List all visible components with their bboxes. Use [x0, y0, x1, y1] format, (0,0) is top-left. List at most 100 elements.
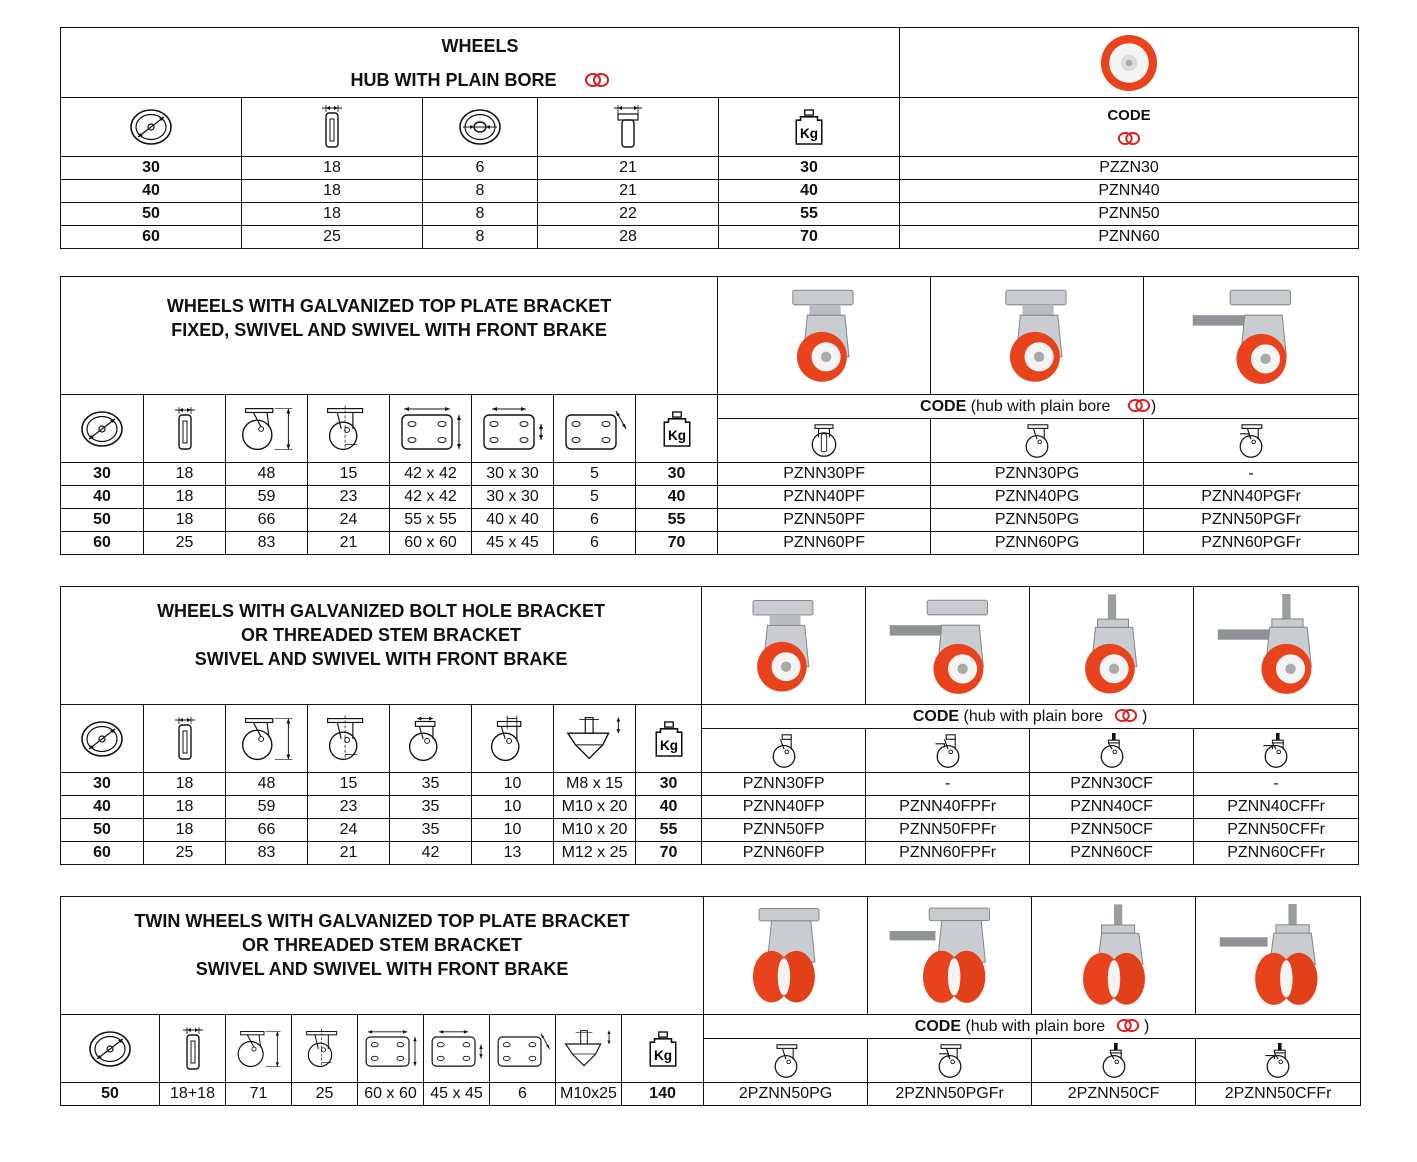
- code-label: CODE: [912, 708, 960, 725]
- cell: 23: [307, 485, 390, 509]
- header-width: [143, 394, 226, 463]
- cell: 18: [143, 795, 226, 819]
- code-cell: PZNN30CF: [1029, 772, 1195, 796]
- cell: 50: [60, 818, 144, 842]
- cell: 25: [143, 531, 226, 555]
- product-photo-cell: [1195, 896, 1362, 1015]
- cell: 40: [634, 795, 703, 819]
- code-cell: -: [865, 772, 1031, 796]
- cell: 35: [389, 772, 472, 796]
- cell: 18: [241, 202, 423, 226]
- product-photo-cell: [703, 896, 869, 1015]
- cell: 70: [634, 841, 703, 865]
- header-diameter: [60, 704, 144, 773]
- wheel-diameter-icon: [79, 409, 125, 449]
- cell: 21: [307, 841, 390, 865]
- cell: 30: [634, 462, 719, 486]
- code-cell: PZNN40FP: [701, 795, 867, 819]
- header-diameter: [60, 1014, 160, 1083]
- header-load: [634, 704, 703, 773]
- header-width: [159, 1014, 226, 1083]
- cell: 5: [553, 462, 636, 486]
- code-note: (hub with plain bore: [961, 1018, 1106, 1035]
- cell: 24: [307, 818, 390, 842]
- header-bolt-swivel-brake: [865, 728, 1031, 773]
- code-cell: PZNN40PG: [930, 485, 1145, 509]
- swivel-caster-icon: [1019, 423, 1055, 459]
- cell: 21: [307, 531, 390, 555]
- cell: 70: [717, 225, 901, 249]
- section-title: WHEELS WITH GALVANIZED BOLT HOLE BRACKET…: [59, 586, 703, 705]
- code-cell: 2PZNN50PG: [703, 1082, 869, 1106]
- header-bracket-width: [389, 704, 472, 773]
- code-cell: PZNN60PG: [930, 531, 1145, 555]
- weight-kg-icon: [792, 107, 826, 147]
- code-cell: PZNN60CFFr: [1193, 841, 1360, 865]
- title-line: OR THREADED STEM BRACKET: [242, 934, 523, 955]
- section-title: WHEELS HUB WITH PLAIN BORE: [59, 27, 901, 98]
- header-stem-swivel: [1029, 728, 1195, 773]
- stem-swivel-icon: [1096, 1043, 1132, 1079]
- title-line: WHEELS WITH GALVANIZED TOP PLATE BRACKET: [166, 295, 612, 316]
- cell: 40: [634, 485, 719, 509]
- cell: 18: [143, 462, 226, 486]
- cell: M10 x 20: [553, 795, 636, 819]
- product-photo-cell: [899, 27, 1360, 98]
- header-diameter: [60, 97, 242, 157]
- threaded-stem-icon: [560, 715, 630, 763]
- header-hub-length: [537, 97, 719, 157]
- table-top-plate-bracket: WHEELS WITH GALVANIZED TOP PLATE BRACKET…: [59, 276, 1360, 555]
- fixed-caster-photo-icon: [759, 284, 889, 388]
- header-diameter: [60, 394, 144, 463]
- header-load: [634, 394, 719, 463]
- cell: 71: [225, 1082, 292, 1106]
- header-height: [225, 704, 308, 773]
- code-note: (hub with plain bore: [959, 708, 1104, 725]
- header-width: [241, 97, 423, 157]
- cell: 59: [225, 795, 308, 819]
- code-cell: 2PZNN50CFFr: [1195, 1082, 1362, 1106]
- header-plate-size: [389, 394, 472, 463]
- threaded-stem-caster-photo-icon: [1050, 594, 1174, 698]
- header-hole-diameter: [553, 394, 636, 463]
- swivel-brake-caster-photo-icon: [1181, 284, 1321, 388]
- wheel-width-icon: [312, 105, 352, 149]
- cell: 18: [143, 818, 226, 842]
- total-height-icon: [232, 715, 302, 763]
- code-header: CODE (hub with plain bore ): [717, 394, 1360, 419]
- cell: 6: [553, 531, 636, 555]
- cell: 42 x 42: [389, 485, 472, 509]
- header-plate-size: [357, 1014, 424, 1083]
- title-line: HUB WITH PLAIN BORE: [62, 68, 899, 92]
- cell: 70: [634, 531, 719, 555]
- cell: 25: [143, 841, 226, 865]
- cell: 10: [471, 772, 554, 796]
- hole-diameter-icon: [560, 405, 630, 453]
- threaded-stem-icon: [559, 1028, 619, 1070]
- code-cell: PZNN60: [899, 225, 1360, 249]
- cell: 28: [537, 225, 719, 249]
- cell: 40: [60, 485, 144, 509]
- title-line: SWIVEL AND SWIVEL WITH FRONT BRAKE: [195, 958, 569, 979]
- header-fixed-type: [717, 418, 932, 463]
- cell: 25: [291, 1082, 358, 1106]
- cell: M12 x 25: [553, 841, 636, 865]
- code-cell: PZNN30FP: [701, 772, 867, 796]
- cell: 40: [60, 179, 242, 203]
- cell: 60: [60, 225, 242, 249]
- cell: 42: [389, 841, 472, 865]
- product-photo-cell: [1193, 586, 1360, 705]
- code-label: CODE: [1107, 107, 1151, 124]
- title-text: HUB WITH PLAIN BORE: [350, 69, 557, 90]
- weight-kg-icon: [652, 719, 686, 759]
- header-stem-swivel-brake: [1193, 728, 1360, 773]
- twin-swivel-brake-caster-photo-icon: [880, 904, 1020, 1008]
- cell: 55 x 55: [389, 508, 472, 532]
- cell: 50: [60, 202, 242, 226]
- code-cell: 2PZNN50PGFr: [867, 1082, 1033, 1106]
- cell: 50: [60, 508, 144, 532]
